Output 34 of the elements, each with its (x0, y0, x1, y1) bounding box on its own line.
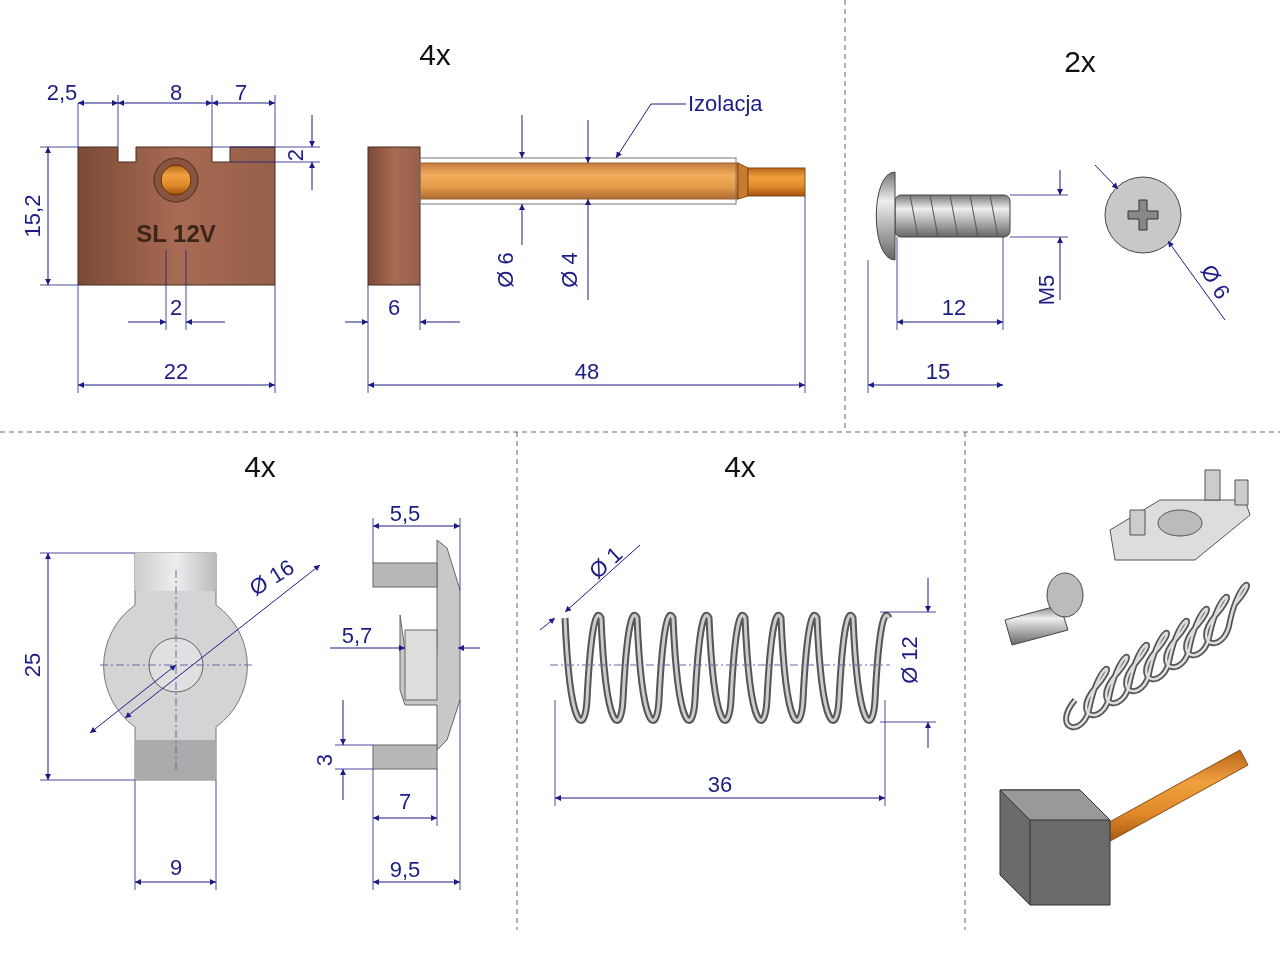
dimension-label: 2 (285, 148, 307, 162)
quantity-label: 2x (1064, 47, 1096, 77)
dimension-label: Ø 16 (245, 556, 299, 600)
quantity-label: 4x (419, 40, 451, 70)
dimension-label: 7 (234, 82, 248, 104)
dimension-label: Ø 12 (899, 636, 921, 684)
dimension-label: Ø 1 (585, 542, 627, 584)
dimension-label: 48 (574, 361, 600, 383)
dimension-label: 2 (169, 297, 183, 319)
dimension-label: 5,5 (389, 503, 421, 525)
insulation-sleeve (419, 157, 737, 205)
dimension-label: Ø 6 (495, 252, 517, 288)
dimension-label: 3 (314, 753, 336, 767)
dimension-label: 15 (925, 361, 951, 383)
leader-line (615, 103, 687, 159)
dimension-label: 5,7 (341, 625, 373, 647)
dimension-label: 9,5 (389, 859, 421, 881)
dimension-label: Ø 6 (1196, 261, 1234, 303)
dimension-label: 36 (707, 774, 733, 796)
dimension-label: 8 (169, 82, 183, 104)
dimension-label: 9 (169, 857, 183, 879)
dimension-label: Ø 4 (559, 252, 581, 288)
part-marking: SL 12V (136, 222, 216, 246)
dimension-label: 2,5 (46, 82, 78, 104)
dimension-label: 12 (941, 297, 967, 319)
dimension-label: M5 (1036, 274, 1058, 306)
quantity-label: 4x (244, 452, 276, 482)
dimension-label: 6 (387, 297, 401, 319)
dimension-label: 25 (22, 652, 44, 678)
dimension-label: 15,2 (22, 194, 44, 238)
dimension-label: 22 (163, 361, 189, 383)
callout-label: Izolacja (688, 92, 763, 116)
dimension-label: 7 (398, 791, 412, 813)
quantity-label: 4x (724, 452, 756, 482)
